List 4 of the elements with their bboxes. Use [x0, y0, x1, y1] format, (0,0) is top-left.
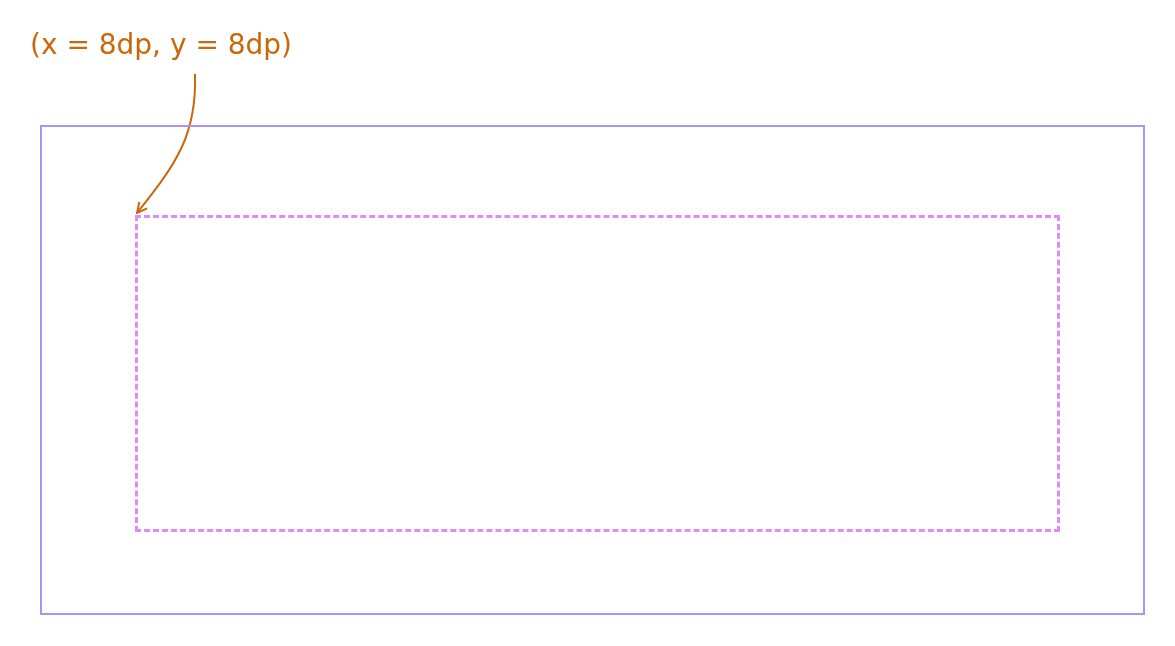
dashed-inner-frame	[135, 215, 1060, 532]
coordinate-note: (x = 8dp, y = 8dp)	[30, 28, 360, 72]
leader-arrow	[136, 73, 197, 214]
outer-frame	[40, 125, 1145, 615]
